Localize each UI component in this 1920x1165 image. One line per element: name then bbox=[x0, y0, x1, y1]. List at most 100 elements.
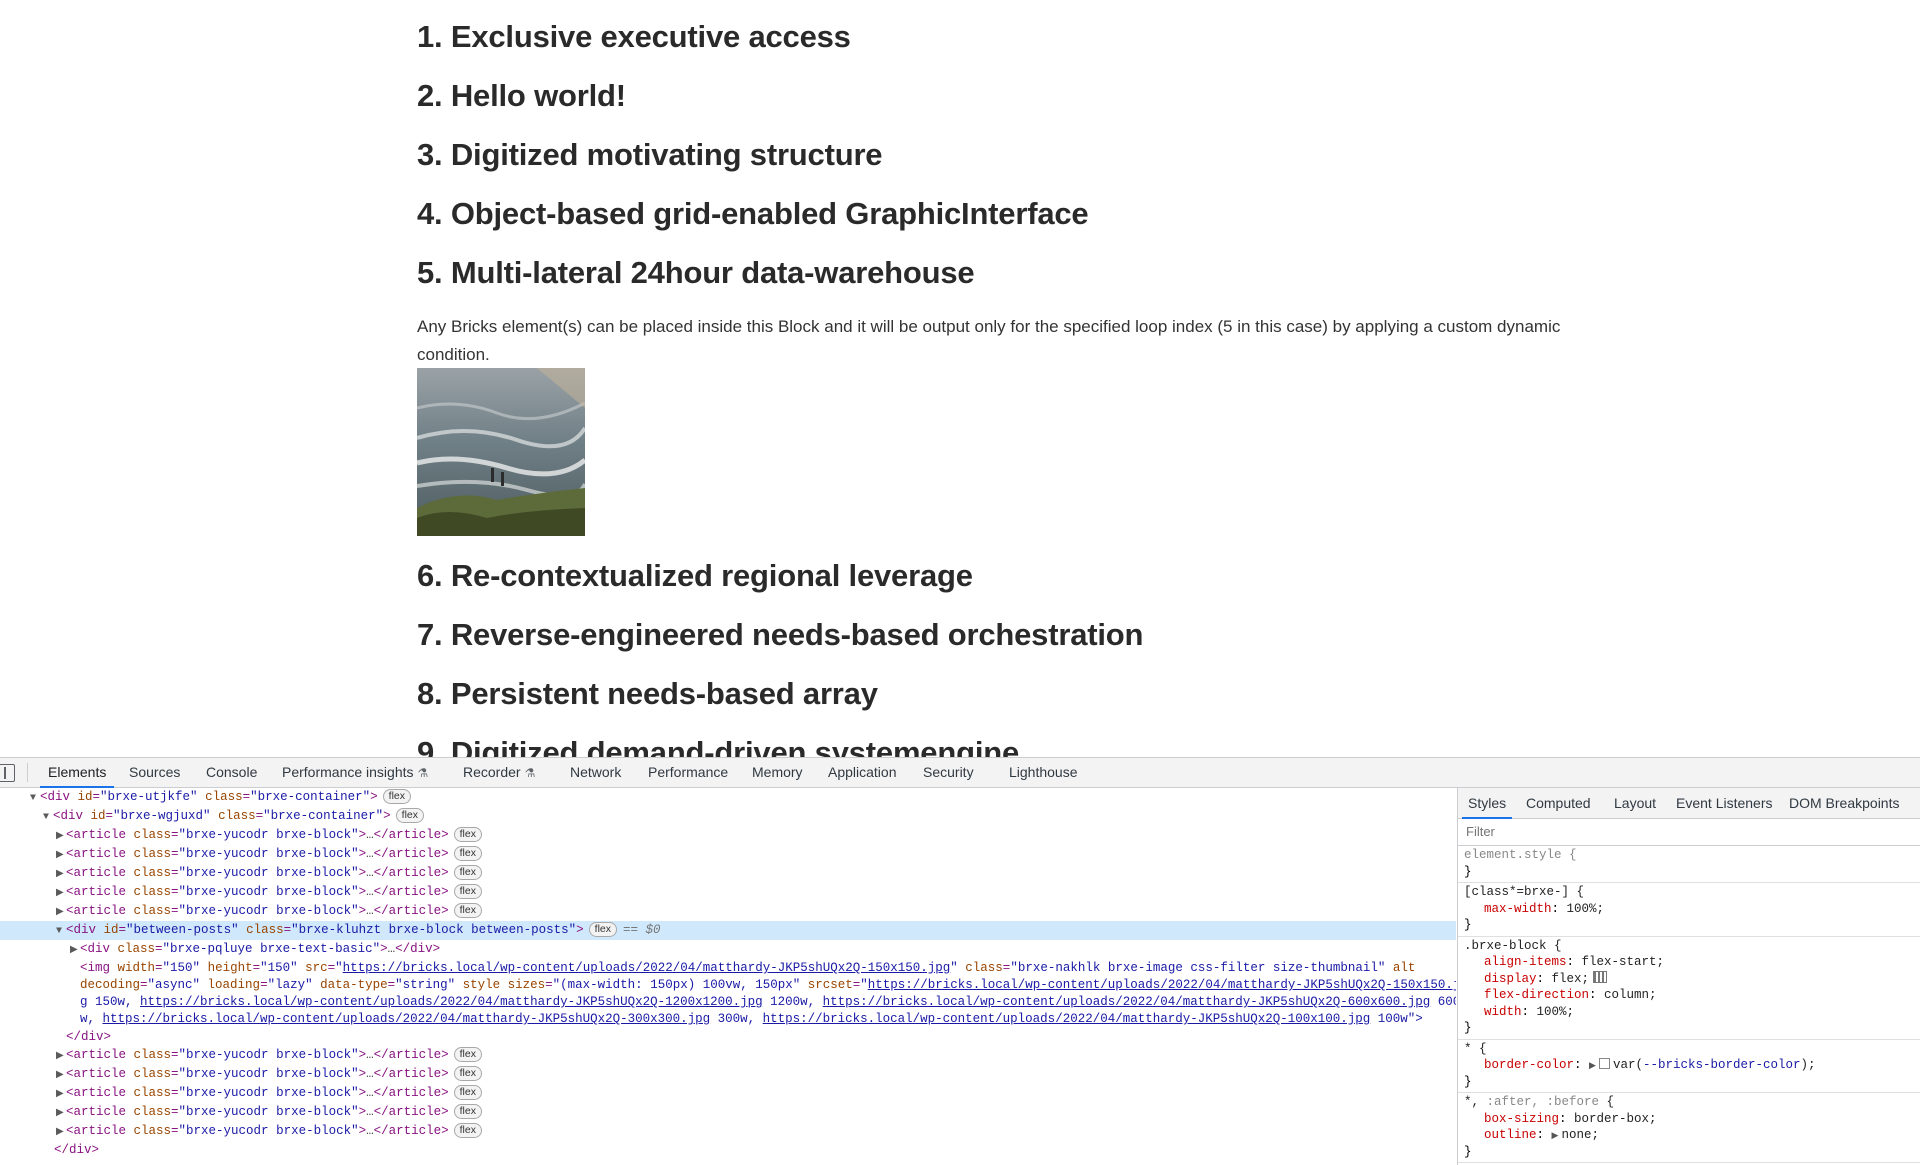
dom-node-utjkfe[interactable]: ▼<div id="brxe-utjkfe" class="brxe-conta… bbox=[0, 788, 1456, 807]
tab-performance[interactable]: Performance bbox=[648, 764, 729, 780]
dom-node-article[interactable]: ▶<article class="brxe-yucodr brxe-block"… bbox=[0, 1046, 1456, 1065]
tab-elements[interactable]: Elements bbox=[39, 758, 115, 788]
flex-badge[interactable]: flex bbox=[453, 865, 482, 880]
tab-styles[interactable]: Styles bbox=[1461, 788, 1513, 819]
css-declaration[interactable]: align-items: flex-start; bbox=[1484, 955, 1665, 969]
dom-node-img-line2[interactable]: decoding="async" loading="lazy" data-typ… bbox=[0, 976, 1456, 995]
css-rule-universal[interactable]: * { border-color: ▶var(--bricks-border-c… bbox=[1458, 1040, 1920, 1093]
tab-recorder[interactable]: Recorder⚗ bbox=[463, 758, 535, 787]
css-declaration[interactable]: border-color: ▶var(--bricks-border-color… bbox=[1484, 1058, 1816, 1072]
tab-application[interactable]: Application bbox=[828, 764, 897, 780]
flex-badge[interactable]: flex bbox=[395, 808, 424, 823]
tab-sources[interactable]: Sources bbox=[129, 764, 181, 780]
css-declaration[interactable]: width: 100%; bbox=[1484, 1004, 1575, 1019]
dom-node-between-posts-selected[interactable]: ▼<div id="between-posts" class="brxe-klu… bbox=[0, 921, 1456, 940]
dom-node-article[interactable]: ▶<article class="brxe-yucodr brxe-block"… bbox=[0, 902, 1456, 921]
srcset-link-150-cont[interactable]: g bbox=[80, 995, 88, 1009]
tab-event-listeners[interactable]: Event Listeners bbox=[1676, 795, 1773, 811]
expand-triangle-icon[interactable]: ▶ bbox=[1589, 1061, 1596, 1071]
flex-badge[interactable]: flex bbox=[588, 922, 618, 937]
post-title-6[interactable]: 6. Re-contextualized regional leverage bbox=[417, 558, 973, 593]
post-title-2[interactable]: 2. Hello world! bbox=[417, 78, 626, 113]
post-title-7[interactable]: 7. Reverse-engineered needs-based orches… bbox=[417, 617, 1144, 652]
tab-performance-insights[interactable]: Performance insights⚗ bbox=[282, 758, 428, 787]
collapsed-triangle-icon[interactable]: ▶ bbox=[56, 1089, 64, 1100]
collapsed-triangle-icon[interactable]: ▶ bbox=[56, 907, 64, 918]
css-rule-brxe-block[interactable]: .brxe-block { align-items: flex-start; d… bbox=[1458, 937, 1920, 1040]
srcset-link-100[interactable]: https://bricks.local/wp-content/uploads/… bbox=[762, 1012, 1371, 1026]
expand-triangle-icon[interactable]: ▶ bbox=[1551, 1131, 1559, 1141]
css-declaration[interactable]: box-sizing: border-box; bbox=[1484, 1111, 1657, 1126]
dom-node-article[interactable]: ▶<article class="brxe-yucodr brxe-block"… bbox=[0, 826, 1456, 845]
collapsed-triangle-icon[interactable]: ▶ bbox=[56, 850, 64, 861]
css-variable-link[interactable]: --bricks-border-color bbox=[1642, 1058, 1801, 1072]
flex-badge[interactable]: flex bbox=[453, 827, 482, 842]
css-declaration[interactable]: max-width: 100%; bbox=[1484, 901, 1605, 916]
post-title-8[interactable]: 8. Persistent needs-based array bbox=[417, 676, 878, 711]
collapsed-triangle-icon[interactable]: ▶ bbox=[56, 1070, 64, 1081]
tab-security[interactable]: Security bbox=[923, 764, 974, 780]
tab-dom-breakpoints[interactable]: DOM Breakpoints bbox=[1789, 795, 1900, 811]
css-declaration[interactable]: flex-direction: column; bbox=[1484, 988, 1657, 1002]
css-rule-class-brxe[interactable]: [class*=brxe-] { max-width: 100%; } bbox=[1458, 883, 1920, 937]
img-src-link[interactable]: https://bricks.local/wp-content/uploads/… bbox=[342, 961, 951, 975]
flex-badge[interactable]: flex bbox=[453, 1047, 482, 1062]
dom-node-img-line3[interactable]: g 150w, https://bricks.local/wp-content/… bbox=[80, 995, 1456, 1009]
collapsed-triangle-icon[interactable]: ▶ bbox=[56, 888, 64, 899]
css-rule-universal-pseudo[interactable]: *, :after, :before { box-sizing: border-… bbox=[1458, 1093, 1920, 1163]
color-swatch-icon[interactable] bbox=[1598, 1058, 1610, 1069]
dom-node-article[interactable]: ▶<article class="brxe-yucodr brxe-block"… bbox=[0, 1065, 1456, 1084]
flex-badge[interactable]: flex bbox=[453, 1123, 482, 1138]
tab-lighthouse[interactable]: Lighthouse bbox=[1009, 764, 1078, 780]
post-title-5[interactable]: 5. Multi-lateral 24hour data-warehouse bbox=[417, 255, 975, 290]
tab-memory[interactable]: Memory bbox=[752, 764, 803, 780]
css-rule-element-style[interactable]: element.style { } bbox=[1458, 846, 1920, 883]
dom-node-article[interactable]: ▶<article class="brxe-yucodr brxe-block"… bbox=[0, 845, 1456, 864]
srcset-link-300[interactable]: https://bricks.local/wp-content/uploads/… bbox=[102, 1012, 711, 1026]
dom-node-img-line4[interactable]: w, https://bricks.local/wp-content/uploa… bbox=[80, 1012, 1423, 1026]
flexbox-editor-icon[interactable] bbox=[1593, 970, 1608, 983]
flex-badge[interactable]: flex bbox=[453, 884, 482, 899]
css-declaration[interactable]: display: flex; bbox=[1458, 970, 1920, 988]
dom-node-img-line1[interactable]: <img width="150" height="150" src="https… bbox=[80, 961, 1416, 975]
collapsed-triangle-icon[interactable]: ▶ bbox=[56, 1108, 64, 1119]
collapsed-triangle-icon[interactable]: ▶ bbox=[56, 869, 64, 880]
post-title-4[interactable]: 4. Object-based grid-enabled GraphicInte… bbox=[417, 196, 1089, 231]
expanded-triangle-icon[interactable]: ▼ bbox=[43, 812, 50, 823]
tab-layout[interactable]: Layout bbox=[1614, 795, 1657, 811]
dock-side-icon[interactable] bbox=[0, 764, 15, 782]
tab-network[interactable]: Network bbox=[570, 764, 622, 780]
flex-badge[interactable]: flex bbox=[453, 903, 482, 918]
post-title-3[interactable]: 3. Digitized motivating structure bbox=[417, 137, 883, 172]
flex-badge[interactable]: flex bbox=[453, 1066, 482, 1081]
post-title-9[interactable]: 9. Digitized demand-driven systemengine bbox=[417, 735, 1020, 757]
srcset-link-150[interactable]: https://bricks.local/wp-content/uploads/… bbox=[867, 978, 1456, 992]
dom-node-article[interactable]: ▶<article class="brxe-yucodr brxe-block"… bbox=[0, 883, 1456, 902]
flex-badge[interactable]: flex bbox=[453, 846, 482, 861]
dom-node-close-div[interactable]: </div> bbox=[66, 1030, 112, 1044]
post-title-1[interactable]: 1. Exclusive executive access bbox=[417, 19, 851, 54]
srcset-link-1200[interactable]: https://bricks.local/wp-content/uploads/… bbox=[140, 995, 763, 1009]
srcset-link-600[interactable]: https://bricks.local/wp-content/uploads/… bbox=[822, 995, 1431, 1009]
expanded-triangle-icon[interactable]: ▼ bbox=[30, 793, 37, 804]
collapsed-triangle-icon[interactable]: ▶ bbox=[56, 831, 64, 842]
collapsed-triangle-icon[interactable]: ▶ bbox=[56, 1127, 64, 1138]
dom-node-close-div[interactable]: </div> bbox=[54, 1143, 100, 1157]
dom-node-wgjuxd[interactable]: ▼<div id="brxe-wgjuxd" class="brxe-conta… bbox=[0, 807, 1456, 826]
styles-filter-input[interactable] bbox=[1464, 823, 1888, 840]
tab-computed[interactable]: Computed bbox=[1526, 795, 1591, 811]
dom-node-article[interactable]: ▶<article class="brxe-yucodr brxe-block"… bbox=[0, 1103, 1456, 1122]
flex-badge[interactable]: flex bbox=[382, 789, 411, 804]
flex-badge[interactable]: flex bbox=[453, 1104, 482, 1119]
tab-console[interactable]: Console bbox=[206, 764, 258, 780]
dom-node-article[interactable]: ▶<article class="brxe-yucodr brxe-block"… bbox=[0, 1122, 1456, 1141]
collapsed-triangle-icon[interactable]: ▶ bbox=[56, 1051, 64, 1062]
flex-badge[interactable]: flex bbox=[453, 1085, 482, 1100]
css-declaration[interactable]: outline: ▶none; bbox=[1484, 1128, 1599, 1142]
dom-node-article[interactable]: ▶<article class="brxe-yucodr brxe-block"… bbox=[0, 864, 1456, 883]
dom-node-text-basic[interactable]: ▶<div class="brxe-pqluye brxe-text-basic… bbox=[0, 940, 1456, 959]
dom-node-article[interactable]: ▶<article class="brxe-yucodr brxe-block"… bbox=[0, 1084, 1456, 1103]
collapsed-triangle-icon[interactable]: ▶ bbox=[70, 945, 78, 956]
expanded-triangle-icon[interactable]: ▼ bbox=[56, 926, 63, 937]
tabbar-divider bbox=[27, 763, 28, 782]
